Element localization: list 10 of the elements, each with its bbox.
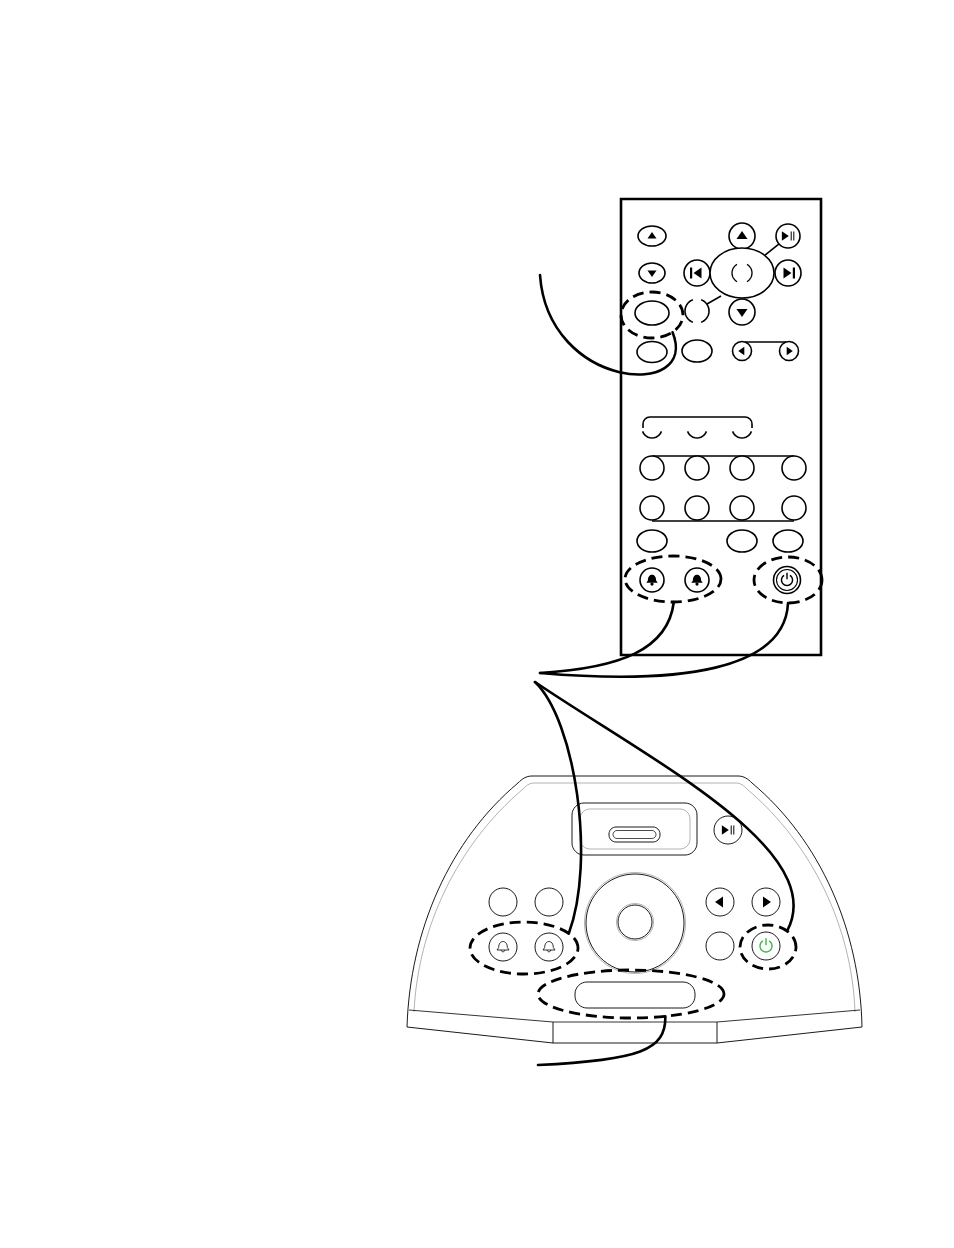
callout-ellipse — [738, 923, 798, 971]
callout-ellipse — [752, 555, 824, 605]
callout-ellipse — [536, 968, 726, 1020]
leader-line — [538, 273, 678, 376]
leader-line — [538, 601, 790, 678]
leader-line — [533, 680, 795, 933]
callout-ellipse — [468, 920, 580, 976]
callout-ellipse — [619, 290, 685, 340]
callout-ellipse — [623, 554, 723, 604]
leader-line — [536, 1015, 667, 1067]
